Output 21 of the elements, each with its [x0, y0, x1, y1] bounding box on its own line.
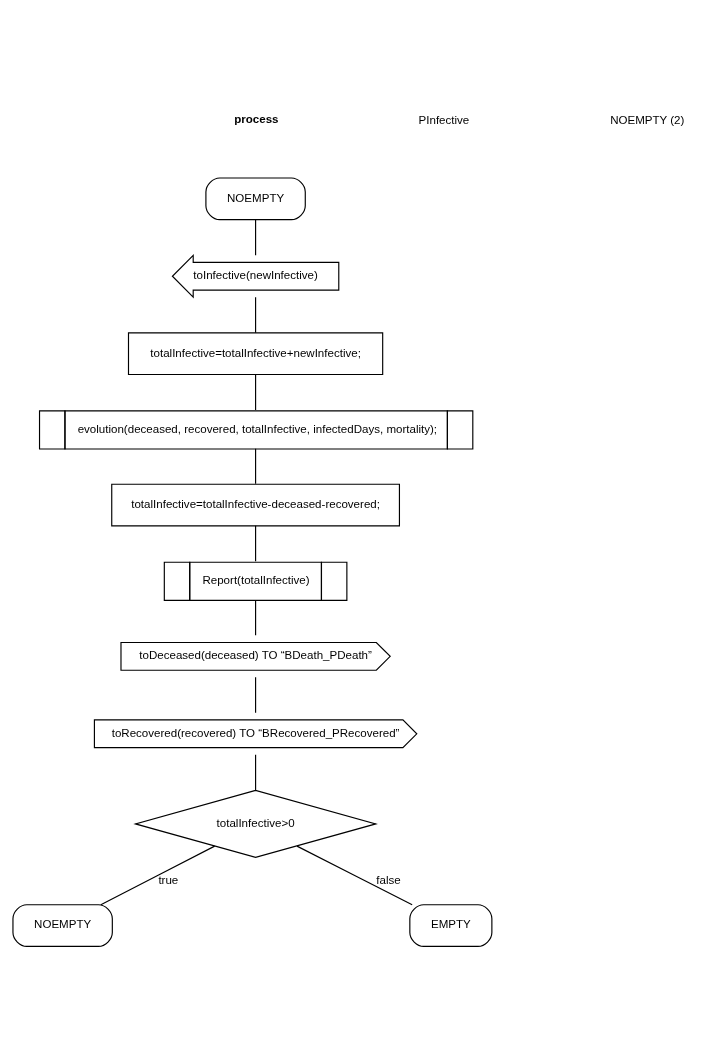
connector	[296, 845, 413, 906]
connector	[100, 845, 216, 906]
edge-label: true	[158, 873, 179, 886]
node-box: EMPTY	[409, 904, 493, 947]
connector	[255, 676, 257, 714]
node-box: totalInfective=totalInfective+newInfective;	[127, 332, 384, 376]
connector	[255, 219, 257, 256]
node-box: totalInfective=totalInfective-deceased-recovered;	[111, 483, 400, 527]
connector	[255, 599, 257, 636]
node-box: NOEMPTY	[205, 177, 306, 221]
node-diamond: totalInfective>0	[133, 789, 378, 858]
edge-label: false	[376, 873, 401, 886]
node-box: NOEMPTY	[12, 904, 113, 947]
label: NOEMPTY (2)	[610, 114, 685, 127]
connector	[255, 754, 257, 791]
connector	[255, 296, 257, 334]
connector	[255, 525, 257, 562]
label: PInfective	[418, 114, 470, 127]
connector	[255, 448, 257, 485]
label: process	[234, 113, 279, 126]
connector	[255, 373, 257, 411]
